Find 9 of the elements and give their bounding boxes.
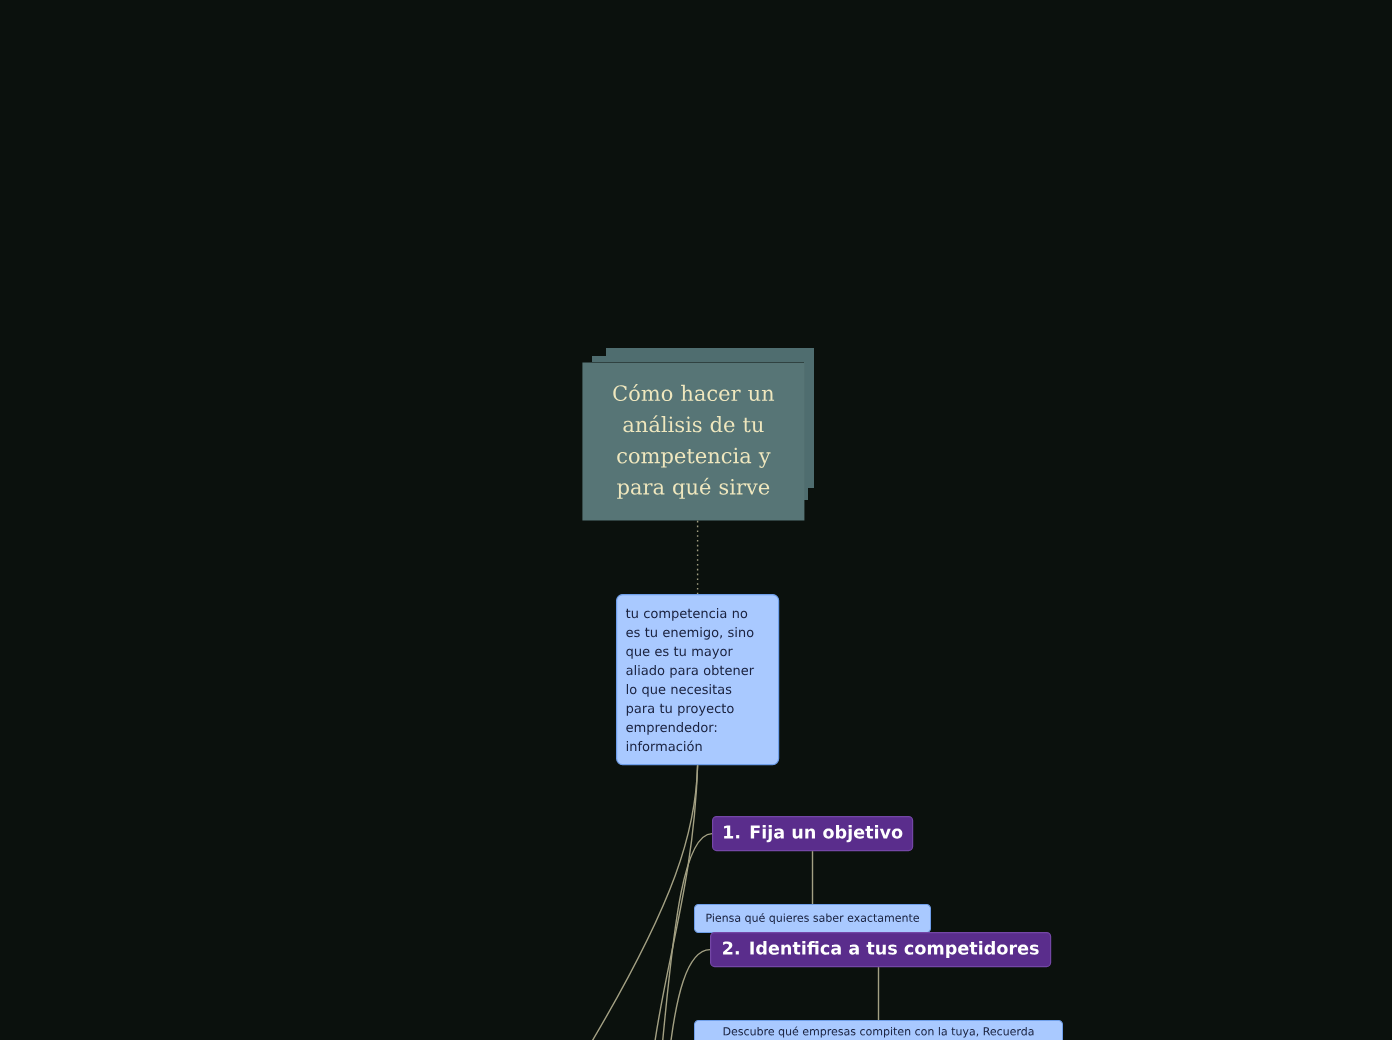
connector-line <box>811 850 814 905</box>
connector-line <box>661 832 713 1040</box>
connector-line <box>696 520 699 595</box>
topic-box: 2. Identifica a tus competidores <box>710 932 1052 968</box>
connector-line <box>669 948 711 1040</box>
connector-line <box>653 764 699 1040</box>
central-topic-box: Cómo hacer un análisis de tu competencia y para qué sirve <box>582 348 814 521</box>
topic-box: 1. Fija un objetivo <box>712 816 914 852</box>
connector-line <box>877 966 880 1021</box>
